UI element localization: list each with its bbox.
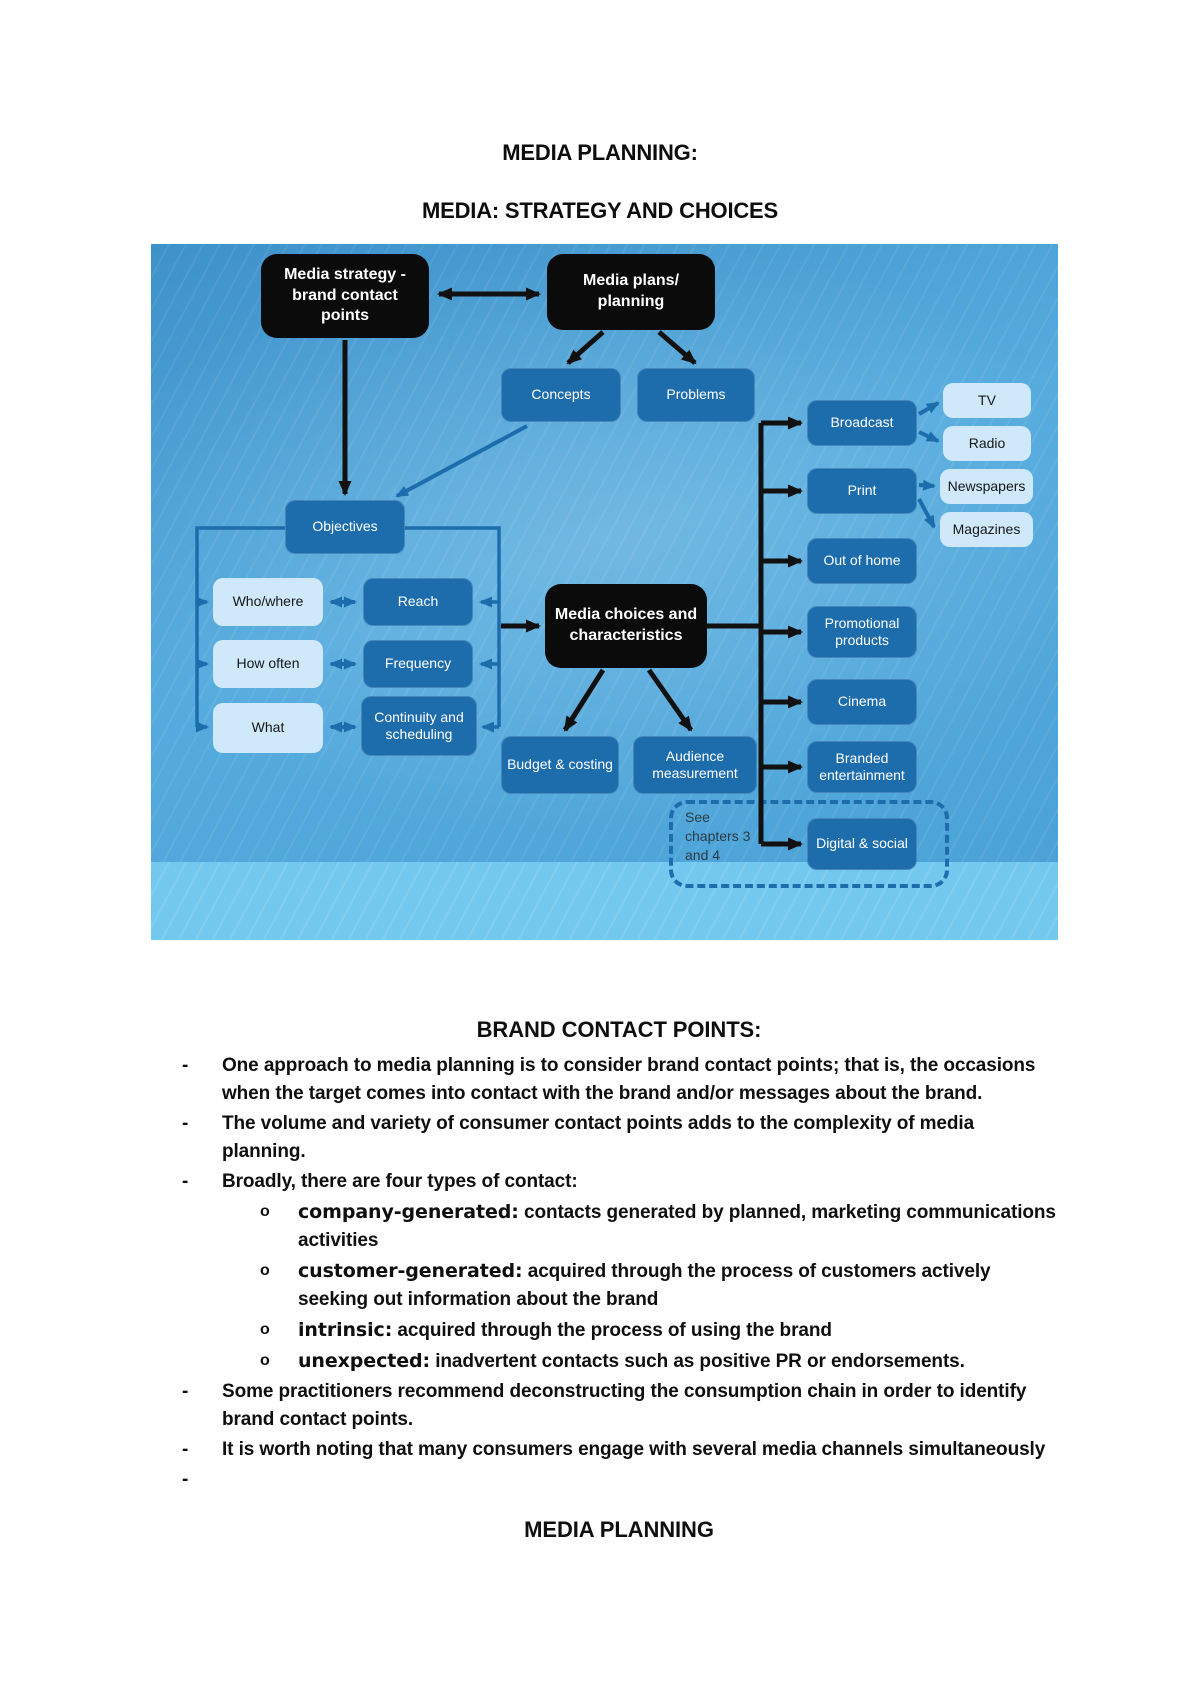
sub-bullet-item: o unexpected: inadvertent contacts such … — [180, 1347, 1058, 1376]
bullet-dash: - — [182, 1055, 189, 1076]
sub-bullet-circle: o — [260, 1352, 270, 1369]
node-tv: TV — [943, 383, 1031, 418]
brand-contact-points-section: BRAND CONTACT POINTS: - One approach to … — [180, 1016, 1058, 1544]
bullet-text: The volume and variety of consumer conta… — [222, 1113, 975, 1162]
node-print: Print — [807, 468, 917, 514]
sub-bullet-rest: acquired through the process of customer… — [298, 1261, 991, 1310]
see-chapters-dashed-box — [669, 800, 949, 888]
node-continuity-scheduling: Continuity and scheduling — [361, 696, 477, 756]
sub-bullet-lead: intrinsic: — [298, 1319, 393, 1341]
node-broadcast: Broadcast — [807, 400, 917, 446]
node-how-often: How often — [213, 640, 323, 688]
node-who-where: Who/where — [213, 578, 323, 626]
node-magazines: Magazines — [940, 512, 1033, 547]
node-frequency: Frequency — [363, 640, 473, 688]
bullet-text: One approach to media planning is to con… — [222, 1055, 1036, 1104]
see-chapters-note: See chapters 3 and 4 — [685, 809, 751, 863]
node-budget-costing: Budget & costing — [501, 736, 619, 794]
sub-bullet-circle: o — [260, 1262, 270, 1279]
bullet-dash: - — [182, 1469, 189, 1490]
node-radio: Radio — [943, 426, 1031, 461]
node-audience-measurement: Audience measurement — [633, 736, 757, 794]
node-out-of-home: Out of home — [807, 538, 917, 584]
sub-bullet-rest: acquired through the process of using th… — [392, 1320, 832, 1341]
node-branded-entertainment: Branded entertainment — [807, 741, 917, 793]
bottom-heading: MEDIA PLANNING — [524, 1517, 714, 1542]
page-subtitle: MEDIA: STRATEGY AND CHOICES — [422, 198, 778, 223]
node-media-strategy: Media strategy - brand contact points — [261, 254, 429, 338]
sub-bullet-item: o intrinsic: acquired through the proces… — [180, 1316, 1058, 1345]
bullet-item: - Broadly, there are four types of conta… — [180, 1168, 1058, 1196]
bullet-text — [222, 1466, 1058, 1494]
bullet-dash: - — [182, 1381, 189, 1402]
sub-bullet-lead: company-generated: — [298, 1201, 519, 1223]
node-media-choices: Media choices and characteristics — [545, 584, 707, 668]
bullet-dash: - — [182, 1171, 189, 1192]
sub-bullet-rest: contacts generated by planned, marketing… — [298, 1202, 1056, 1251]
bullet-item: - One approach to media planning is to c… — [180, 1052, 1058, 1108]
sub-bullet-item: o company-generated: contacts generated … — [180, 1198, 1058, 1255]
bullet-text: Broadly, there are four types of contact… — [222, 1171, 578, 1192]
media-strategy-diagram: See chapters 3 and 4 — [151, 244, 1058, 940]
bullet-item: - The volume and variety of consumer con… — [180, 1110, 1058, 1166]
bullet-text: Some practitioners recommend deconstruct… — [222, 1381, 1027, 1430]
node-digital-social: Digital & social — [807, 818, 917, 870]
node-reach: Reach — [363, 578, 473, 626]
sub-bullet-circle: o — [260, 1203, 270, 1220]
sub-bullet-rest: inadvertent contacts such as positive PR… — [430, 1351, 965, 1372]
node-newspapers: Newspapers — [940, 469, 1033, 504]
sub-bullet-text: customer-generated: acquired through the… — [298, 1257, 1058, 1314]
node-media-plans: Media plans/ planning — [547, 254, 715, 330]
diagram-bottom-band — [151, 862, 1058, 940]
sub-bullet-text: intrinsic: acquired through the process … — [298, 1316, 1058, 1345]
sub-bullet-circle: o — [260, 1321, 270, 1338]
sub-bullet-item: o customer-generated: acquired through t… — [180, 1257, 1058, 1314]
connector-lines — [195, 287, 940, 851]
bullet-dash: - — [182, 1113, 189, 1134]
sub-bullet-text: unexpected: inadvertent contacts such as… — [298, 1347, 1058, 1376]
node-what: What — [213, 703, 323, 753]
node-promotional-products: Promotional products — [807, 606, 917, 658]
section-heading: BRAND CONTACT POINTS: — [476, 1017, 762, 1042]
node-objectives: Objectives — [285, 500, 405, 554]
bullet-item: - — [180, 1466, 1058, 1494]
bullet-text: It is worth noting that many consumers e… — [222, 1439, 1046, 1460]
node-problems: Problems — [637, 368, 755, 422]
node-concepts: Concepts — [501, 368, 621, 422]
page-title: MEDIA PLANNING: — [502, 140, 698, 165]
node-cinema: Cinema — [807, 679, 917, 725]
sub-bullet-lead: unexpected: — [298, 1350, 431, 1372]
sub-bullet-text: company-generated: contacts generated by… — [298, 1198, 1058, 1255]
bullet-dash: - — [182, 1439, 189, 1460]
bullet-item: - It is worth noting that many consumers… — [180, 1436, 1058, 1464]
bullet-item: - Some practitioners recommend deconstru… — [180, 1378, 1058, 1434]
sub-bullet-lead: customer-generated: — [298, 1260, 523, 1282]
